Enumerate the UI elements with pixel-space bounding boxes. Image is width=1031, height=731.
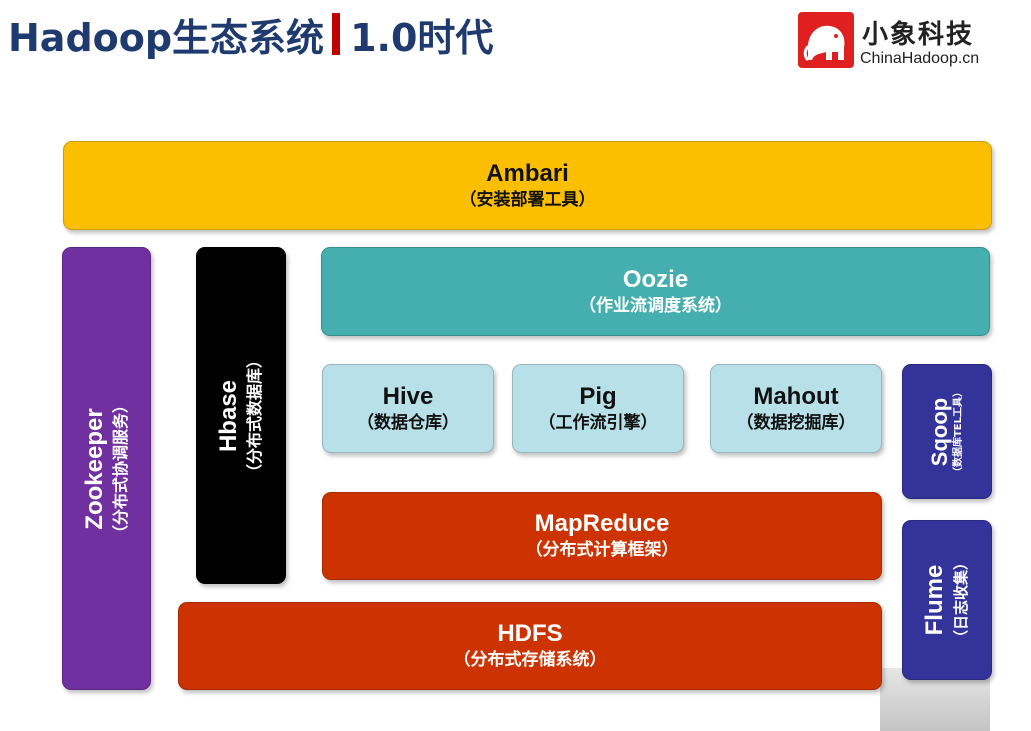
oozie-box: Oozie （作业流调度系统）	[321, 247, 990, 336]
hbase-box: Hbase （分布式数据库）	[196, 247, 286, 584]
page-title: Hadoop生态系统 1.0时代	[8, 4, 493, 64]
zookeeper-box: Zookeeper （分布式协调服务）	[62, 247, 151, 690]
zookeeper-label: Zookeeper （分布式协调服务）	[81, 396, 133, 540]
oozie-desc: （作业流调度系统）	[579, 295, 732, 316]
hive-name: Hive	[382, 382, 434, 410]
zookeeper-desc: （分布式协调服务）	[110, 396, 130, 541]
ambari-box: Ambari （安装部署工具）	[63, 141, 992, 230]
logo-text-cn: 小象科技	[862, 20, 975, 50]
mapreduce-name: MapReduce	[534, 510, 670, 537]
mahout-desc: （数据挖掘库）	[736, 412, 856, 433]
mapreduce-desc: （分布式计算框架）	[525, 540, 679, 560]
flume-name: Flume	[921, 564, 949, 636]
hive-box: Hive （数据仓库）	[322, 364, 494, 453]
sqoop-box: Sqoop （数据库TEL工具）	[902, 364, 992, 499]
pig-box: Pig （工作流引擎）	[512, 364, 684, 453]
flume-label: Flume （日志收集）	[921, 555, 973, 645]
oozie-name: Oozie	[622, 265, 689, 293]
hdfs-box: HDFS （分布式存储系统）	[178, 602, 882, 690]
ambari-desc: （安装部署工具）	[459, 189, 596, 210]
ambari-name: Ambari	[486, 159, 569, 187]
title-main: Hadoop生态系统	[8, 15, 325, 60]
sqoop-name: Sqoop	[927, 397, 952, 466]
title-divider	[332, 13, 341, 55]
hbase-label: Hbase （分布式数据库）	[215, 351, 267, 479]
pig-name: Pig	[579, 382, 617, 410]
zookeeper-name: Zookeeper	[80, 407, 108, 530]
mapreduce-box: MapReduce （分布式计算框架）	[322, 492, 882, 580]
hbase-name: Hbase	[215, 379, 243, 452]
hdfs-name: HDFS	[497, 620, 563, 647]
pig-desc: （工作流引擎）	[538, 412, 658, 433]
mahout-name: Mahout	[753, 382, 839, 410]
logo-text-en: ChinaHadoop.cn	[860, 50, 980, 67]
title-era: 1.0时代	[350, 15, 494, 60]
flume-desc: （日志收集）	[952, 554, 971, 646]
sqoop-desc: （数据库TEL工具）	[953, 386, 964, 477]
company-logo: 小象科技 ChinaHadoop.cn	[798, 10, 1018, 70]
hbase-desc: （分布式数据库）	[245, 351, 265, 480]
hdfs-desc: （分布式存储系统）	[453, 650, 607, 670]
sqoop-label: Sqoop （数据库TEL工具）	[927, 386, 966, 477]
hive-desc: （数据仓库）	[357, 412, 459, 433]
flume-box: Flume （日志收集）	[902, 520, 992, 680]
mahout-box: Mahout （数据挖掘库）	[710, 364, 882, 453]
elephant-logo-icon	[798, 12, 854, 68]
